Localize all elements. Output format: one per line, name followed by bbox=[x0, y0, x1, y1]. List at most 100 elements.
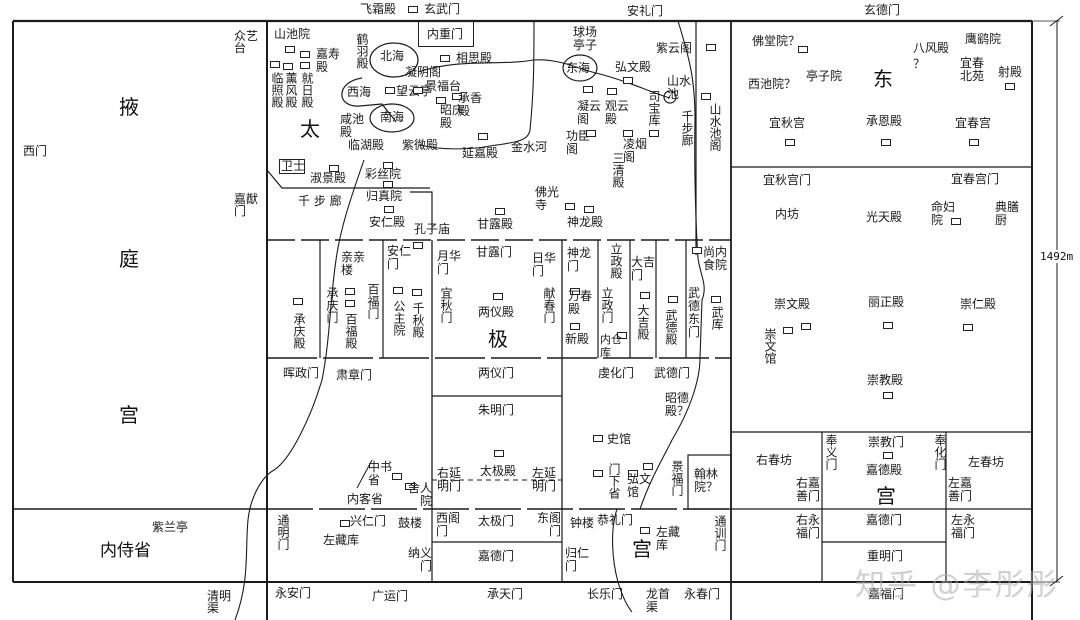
guangyun-gate: 广运门 bbox=[372, 589, 409, 603]
chongming-gate: 重明门 bbox=[867, 549, 904, 563]
yongan-gate: 永安门 bbox=[275, 586, 312, 600]
dongge-gate: 东阁门 bbox=[536, 511, 561, 538]
zuo-yongfu-gate: 左永福门 bbox=[951, 513, 976, 540]
building-marker bbox=[285, 46, 295, 53]
sanqing-hall: 三清殿 bbox=[611, 152, 625, 188]
building-marker bbox=[643, 463, 653, 470]
chongren-hall: 崇仁殿 bbox=[960, 297, 997, 311]
tongming-gate: 通明门 bbox=[276, 514, 290, 550]
building-marker bbox=[783, 327, 793, 334]
building-marker bbox=[801, 323, 811, 330]
guards-post: 卫士 bbox=[281, 159, 306, 173]
yingyao-court: 鹰鹞院 bbox=[965, 32, 1002, 46]
ganlu-hall: 甘露殿 bbox=[477, 217, 514, 231]
xichi-court: 西池院？ bbox=[748, 77, 797, 91]
building-marker bbox=[881, 139, 891, 146]
jiashou-hall: 嘉寿殿 bbox=[316, 47, 341, 74]
you-yanming-gate: 右延明门 bbox=[437, 466, 462, 493]
baifu-gate: 百福门 bbox=[366, 283, 380, 319]
building-marker bbox=[270, 61, 280, 68]
inner-granary: 内仓库 bbox=[600, 333, 622, 359]
building-marker bbox=[668, 296, 678, 303]
ningyin-pavilion: 凝阴阁 bbox=[405, 65, 442, 79]
building-marker bbox=[701, 93, 711, 100]
building-marker bbox=[593, 470, 603, 477]
you-yongfu-gate: 右永福门 bbox=[795, 513, 820, 540]
building-marker bbox=[586, 130, 596, 137]
princess-court: 公主院 bbox=[392, 300, 406, 336]
building-marker bbox=[706, 44, 716, 51]
building-marker bbox=[570, 323, 580, 330]
wude-east-gate: 武德东门 bbox=[688, 286, 701, 339]
hongwen-hall: 弘文殿 bbox=[615, 60, 652, 74]
wanchun-hall: 万春殿 bbox=[568, 289, 593, 316]
building-marker bbox=[383, 162, 393, 169]
zhaode-hall: 昭德殿？ bbox=[665, 391, 690, 418]
building-marker bbox=[345, 300, 355, 307]
yichun-north-garden: 宜春北苑 bbox=[960, 56, 985, 83]
building-marker bbox=[883, 392, 893, 399]
xingren-gate: 兴仁门 bbox=[350, 514, 387, 528]
gongchen-pavilion: 功臣阁 bbox=[566, 129, 591, 156]
building-marker bbox=[413, 242, 423, 249]
linhu-hall: 临湖殿 bbox=[348, 138, 385, 152]
sheren-court: 舍人院 bbox=[407, 481, 432, 508]
shangshi-court: 尚内食院 bbox=[703, 245, 728, 272]
ballfield-pavilion: 球场亭子 bbox=[573, 25, 598, 52]
zuozang-storehouse-west: 左藏库 bbox=[323, 533, 360, 547]
jiafu-gate: 嘉福门 bbox=[868, 587, 905, 601]
guangtian-hall: 光天殿 bbox=[866, 210, 903, 224]
fotang-court: 佛堂院？ bbox=[752, 34, 801, 48]
fenghua-gate: 奉化门 bbox=[933, 434, 947, 470]
qinqin-tower: 亲亲楼 bbox=[341, 250, 366, 277]
building-marker bbox=[570, 288, 580, 295]
jingfu-gate: 景福门 bbox=[670, 460, 684, 496]
gate-anli: 安礼门 bbox=[627, 4, 664, 18]
zuo-chun-ward: 左春坊 bbox=[968, 455, 1005, 469]
caisi-court: 彩丝院 bbox=[365, 167, 402, 181]
building-marker bbox=[1005, 83, 1015, 90]
chengen-hall: 承恩殿 bbox=[866, 114, 903, 128]
suzhang-gate: 肃章门 bbox=[336, 368, 373, 382]
chengxiang-hall: 承香殿 bbox=[458, 91, 483, 118]
xianchun-gate: 献春门 bbox=[542, 287, 556, 323]
building-marker bbox=[436, 97, 446, 104]
building-marker bbox=[408, 6, 418, 13]
lingyan-pavilion: 凌烟阁 bbox=[623, 137, 648, 164]
building-marker bbox=[495, 208, 505, 215]
building-marker bbox=[583, 86, 593, 93]
building-marker bbox=[383, 181, 393, 188]
taiji-char-tai: 太 bbox=[300, 117, 320, 141]
building-marker bbox=[393, 287, 403, 294]
building-marker bbox=[478, 133, 488, 140]
heyu-hall: 鹤羽殿 bbox=[355, 33, 369, 69]
building-marker bbox=[640, 292, 650, 299]
donggong-char-gong: 宫 bbox=[876, 484, 896, 508]
zuozang-storehouse-east: 左藏库 bbox=[656, 525, 681, 552]
building-marker bbox=[493, 293, 503, 300]
gate-xuanwu: 玄武门 bbox=[424, 2, 461, 16]
shenlong-hall: 神龙殿 bbox=[567, 215, 604, 229]
hanlin-academy: 翰林院？ bbox=[694, 467, 719, 494]
lake-nanhai: 南海 bbox=[380, 110, 405, 124]
history-office: 史馆 bbox=[607, 432, 632, 446]
building-marker bbox=[798, 46, 808, 53]
yichun-palace-gate: 宜春宫门 bbox=[951, 172, 1000, 186]
yuehua-gate: 月华门 bbox=[437, 249, 462, 276]
chongwen-hall: 崇文殿 bbox=[774, 297, 811, 311]
guiren-gate: 归仁门 bbox=[565, 546, 590, 573]
ningyun-pavilion: 凝云阁 bbox=[577, 99, 602, 126]
building-marker bbox=[623, 77, 633, 84]
changle-gate: 长乐门 bbox=[587, 587, 624, 601]
shanshuichi-pavilion: 山水池阁 bbox=[708, 103, 722, 151]
zhaoqing-hall: 昭庆殿 bbox=[440, 103, 465, 130]
scale-label: 1492m bbox=[1040, 250, 1074, 263]
sibao-storehouse: 司宝库 bbox=[647, 90, 661, 126]
jingfu-terrace: 景福台 bbox=[425, 79, 462, 93]
chengtian-gate: 承天门 bbox=[487, 587, 524, 601]
qianqiu-hall: 千秋殿 bbox=[411, 302, 425, 338]
watermark: 知乎 @李彤彤 bbox=[855, 568, 1059, 603]
neichong-gate-box bbox=[418, 21, 474, 47]
jiade-gate-east: 嘉德门 bbox=[866, 513, 903, 527]
